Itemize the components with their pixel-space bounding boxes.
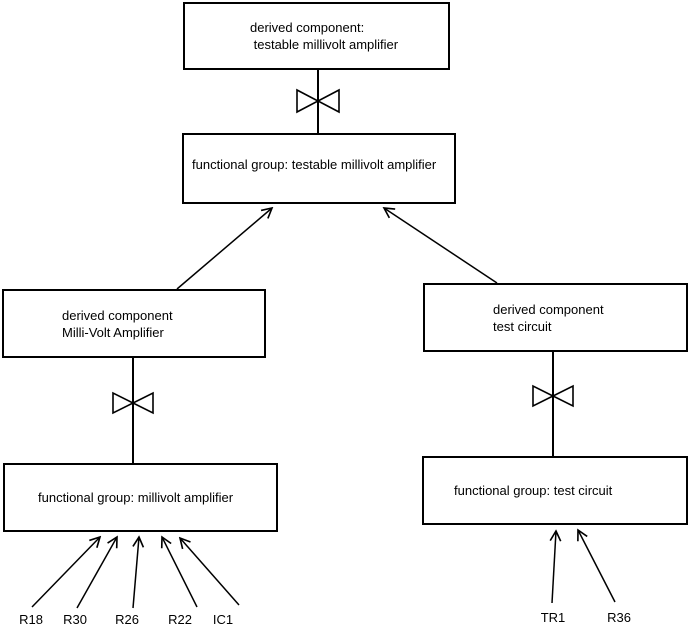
box-label: testable millivolt amplifier — [250, 37, 399, 52]
component-label-R30: R30 — [63, 612, 87, 627]
arrow-R18 — [31, 535, 102, 608]
box-functional-group-test-circuit: functional group: test circuit — [422, 456, 688, 525]
box-label: test circuit — [493, 318, 552, 334]
box-label: functional group: test circuit — [454, 483, 613, 498]
arrow-R30 — [76, 535, 118, 609]
box-derived-milli-volt-amplifier: derived component Milli-Volt Amplifier — [2, 289, 266, 358]
component-label-TR1: TR1 — [540, 610, 566, 625]
bowtie-connector-icon — [296, 88, 340, 114]
component-label-R18: R18 — [19, 612, 43, 627]
arrow-left-derived-to-functional — [176, 206, 274, 290]
component-label-R36: R36 — [607, 610, 631, 625]
connector-left — [112, 357, 154, 463]
box-label: Milli-Volt Amplifier — [62, 324, 164, 340]
component-label-IC1: IC1 — [212, 612, 234, 627]
box-derived-test-circuit: derived component test circuit — [423, 283, 688, 352]
arrow-R22 — [160, 535, 198, 608]
bowtie-connector-icon — [112, 391, 154, 415]
connector-right — [532, 352, 574, 456]
component-label-R22: R22 — [168, 612, 192, 627]
arrow-right-derived-to-functional — [382, 207, 498, 284]
box-functional-group-millivolt-amplifier: functional group: millivolt amplifier — [3, 463, 278, 532]
box-label: functional group: millivolt amplifier — [38, 490, 234, 505]
connector-top — [296, 70, 340, 133]
arrow-R26 — [132, 535, 145, 609]
box-derived-testable-millivolt-amplifier: derived component: testable millivolt am… — [183, 2, 450, 70]
box-label: derived component — [493, 301, 604, 317]
bowtie-connector-icon — [532, 384, 574, 408]
arrow-IC1 — [178, 536, 240, 606]
box-label: derived component: — [250, 20, 365, 35]
component-label-R26: R26 — [115, 612, 139, 627]
arrow-R36 — [577, 528, 616, 603]
box-functional-group-testable-millivolt-amplifier: functional group: testable millivolt amp… — [182, 133, 456, 204]
arrow-TR1 — [549, 529, 562, 604]
box-label: functional group: testable millivolt amp… — [192, 157, 437, 172]
box-label: derived component — [62, 307, 173, 323]
